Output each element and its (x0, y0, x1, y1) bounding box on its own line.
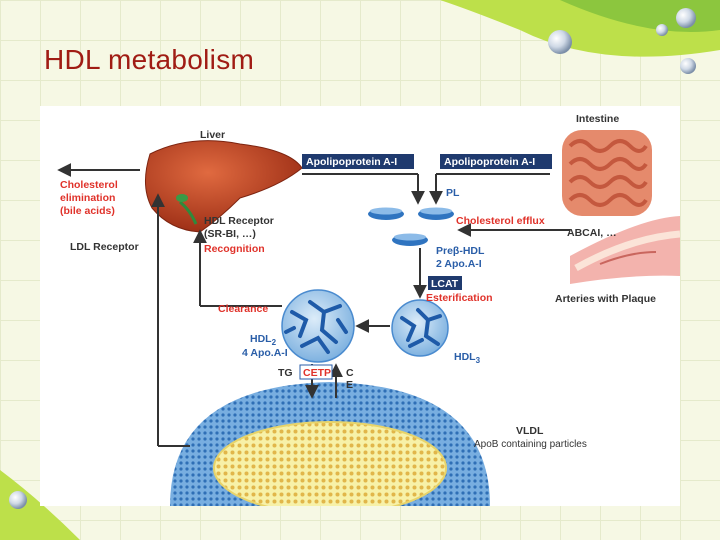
label-hdl3-sub: 3 (476, 356, 481, 365)
label-intestine: Intestine (576, 113, 619, 125)
label-cetp: CETP (303, 367, 331, 379)
label-chol-elim-1: Cholesterol (60, 179, 118, 191)
apoa1-left-box (302, 154, 414, 169)
label-apoa1-right: Apolipoprotein A-I (444, 156, 535, 168)
label-tg: TG (278, 367, 293, 379)
label-chol-elim-2: elimination (60, 192, 115, 204)
water-drop (676, 8, 696, 28)
water-drop (656, 24, 668, 36)
artery-illustration (570, 216, 681, 284)
water-drop (680, 58, 696, 74)
label-chol-efflux: Cholesterol efflux (456, 215, 545, 227)
disc-hdl-particles (368, 207, 454, 246)
label-arteries: Arteries with Plaque (555, 293, 656, 305)
label-hdl2-name: HDL (250, 333, 272, 345)
label-clearance: Clearance (218, 303, 268, 315)
label-prebeta-1: Preβ-HDL (436, 245, 485, 257)
label-hdl2-sub: 2 (272, 338, 277, 347)
label-hdl-receptor-1: HDL Receptor (204, 215, 274, 227)
label-pl: PL (446, 187, 460, 199)
label-recognition: Recognition (204, 243, 265, 255)
label-hdl2: HDL2 (250, 333, 277, 347)
apoa1-right-box (440, 154, 552, 169)
label-vldl: VLDL (516, 425, 544, 437)
water-drop (9, 491, 27, 509)
label-ldl-receptor: LDL Receptor (70, 241, 139, 253)
label-apoa1-left: Apolipoprotein A-I (306, 156, 397, 168)
pathway-arrows (57, 163, 570, 447)
vldl-particle (170, 382, 490, 515)
label-lcat: LCAT (431, 278, 459, 290)
water-drop (548, 30, 572, 54)
label-apob: ApoB containing particles (474, 439, 587, 450)
label-chol-elim-3: (bile acids) (60, 205, 115, 217)
label-ce-c: C (346, 367, 354, 379)
hdl-metabolism-diagram: Liver Intestine Apolipoprotein A-I Apoli… (40, 106, 681, 515)
slide-title: HDL metabolism (44, 44, 255, 75)
label-hdl3-name: HDL (454, 351, 476, 363)
label-prebeta-2: 2 Apo.A-I (436, 258, 482, 270)
cetp-box (299, 364, 333, 380)
lcat-box (428, 276, 462, 290)
hdl2-particle (281, 289, 355, 363)
label-ce-e: E (346, 379, 353, 391)
label-hdl-receptor-2: (SR-BI, …) (204, 228, 256, 240)
liver-illustration (145, 140, 303, 233)
label-esterification: Esterification (426, 292, 493, 304)
label-abcai: ABCAI, … (567, 227, 617, 239)
label-hdl2-apo: 4 Apo.A-I (242, 347, 288, 359)
label-hdl3: HDL3 (454, 351, 481, 365)
intestine-illustration (562, 130, 652, 216)
hdl3-particle (391, 299, 449, 357)
label-liver: Liver (200, 129, 225, 141)
